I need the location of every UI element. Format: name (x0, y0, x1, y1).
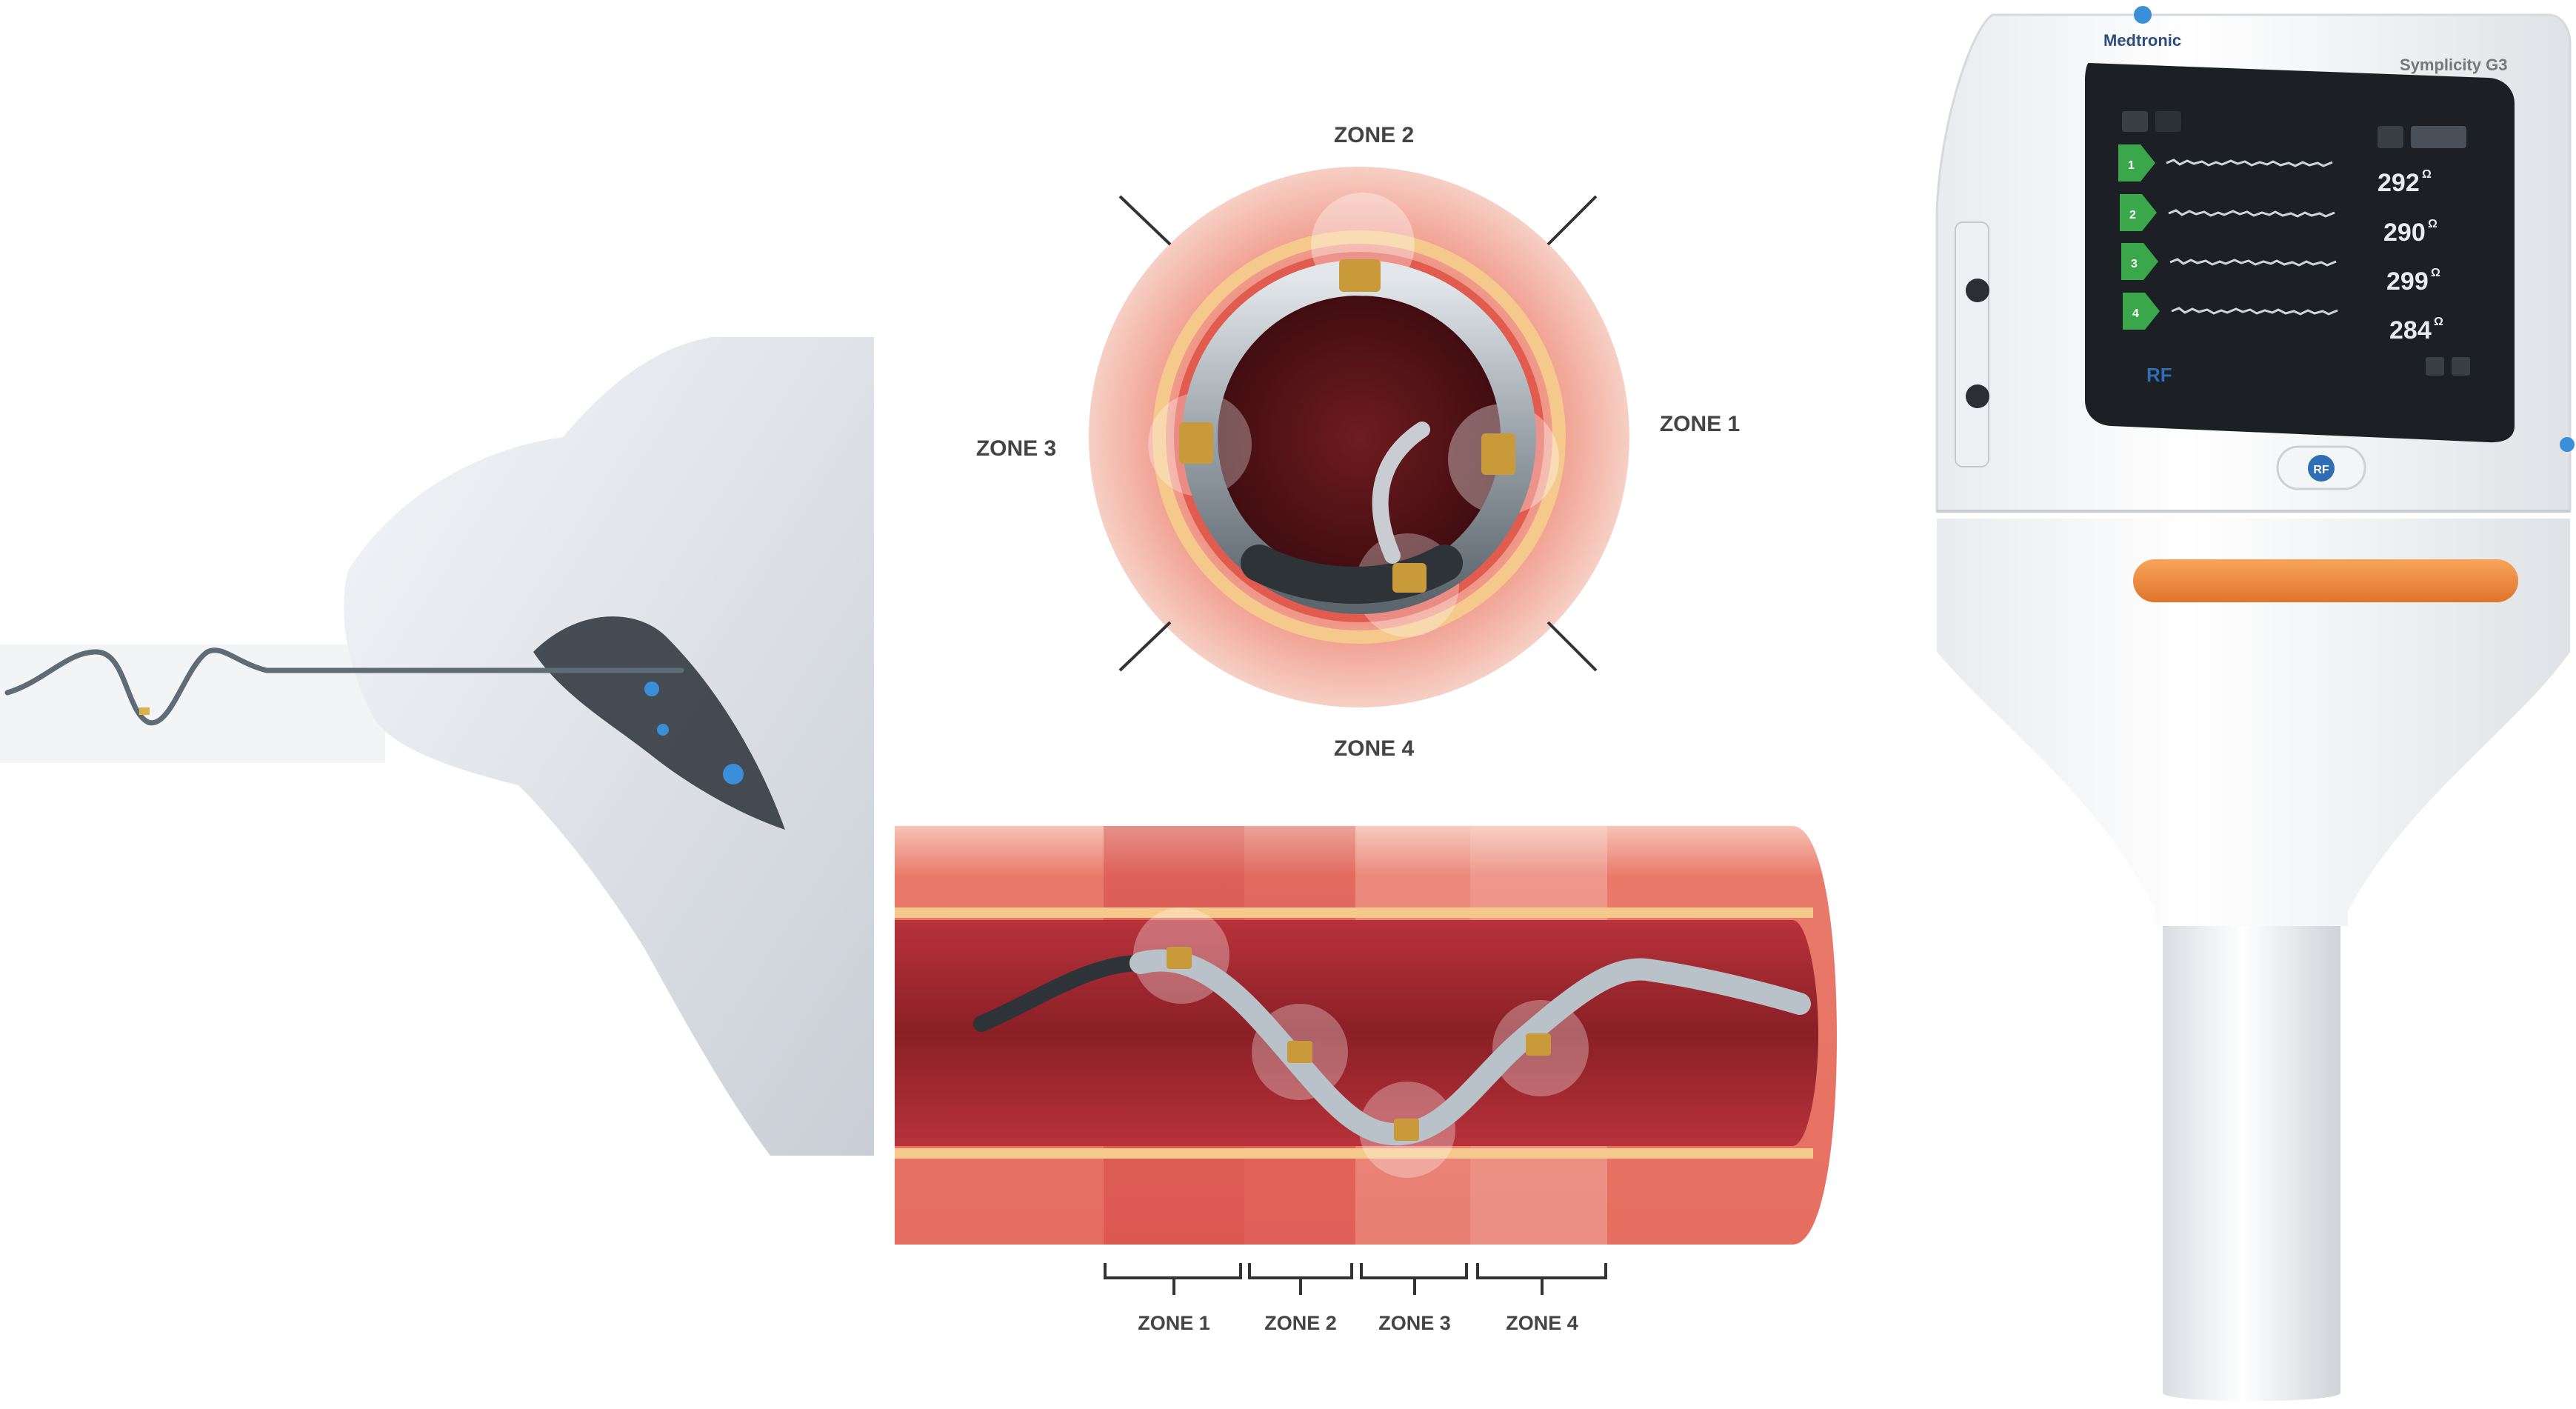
generator-pole (2163, 919, 2340, 1402)
gloved-hand-with-catheter (0, 337, 874, 1156)
zone-divider-line (1118, 195, 1172, 246)
long-zone-label-3: ZONE 3 (1378, 1312, 1451, 1334)
zone-bracket-3 (1360, 1263, 1468, 1295)
channel-number: 2 (2129, 209, 2136, 221)
long-electrode (1287, 1041, 1312, 1063)
channel-impedance: 284 (2389, 316, 2432, 344)
glove-dot (723, 764, 744, 785)
model-name: Symplicity G3 (2400, 56, 2508, 74)
cross-zone-label-1: ZONE 1 (1660, 412, 1740, 436)
zone-divider-line (1118, 621, 1172, 672)
long-zone-label-2: ZONE 2 (1264, 1312, 1337, 1334)
screen-play-button[interactable] (2378, 126, 2403, 148)
generator-screen (2085, 63, 2515, 443)
zone-bracket-2 (1248, 1263, 1353, 1295)
channel-row-4: 4 284 Ω (2123, 293, 2443, 344)
cross-zone-label-4: ZONE 4 (1334, 736, 1415, 761)
long-zone-label-4: ZONE 4 (1506, 1312, 1578, 1334)
long-zone-label-1: ZONE 1 (1138, 1312, 1210, 1334)
channel-number: 1 (2128, 159, 2135, 172)
rf-button[interactable] (2308, 455, 2335, 482)
cross-electrode (1339, 259, 1381, 292)
channel-waveform (2166, 159, 2333, 167)
screen-mode-label: RF (2146, 364, 2172, 386)
orange-handle[interactable] (2133, 559, 2518, 602)
channel-number: 3 (2131, 258, 2138, 270)
channel-impedance: 290 (2383, 219, 2426, 247)
zone-bracket-1 (1104, 1263, 1242, 1295)
status-light (2134, 6, 2152, 24)
screen-options-button[interactable] (2411, 126, 2466, 148)
vessel-lumen (1207, 285, 1511, 589)
cross-electrode (1179, 422, 1213, 464)
channel-unit: Ω (2431, 267, 2440, 279)
channel-indicator[interactable] (2121, 243, 2158, 280)
fat-band-top (895, 907, 1813, 918)
glove (344, 337, 874, 1156)
brand-logo: Medtronic (2103, 31, 2181, 50)
zone-divider-line (1546, 195, 1598, 246)
rf-generator: Medtronic Symplicity G3 1 292 Ω 2 290 Ω … (1935, 6, 2575, 1402)
screen-menu-button[interactable] (2155, 111, 2181, 132)
vessel-cross-section: ZONE 2 ZONE 1 ZONE 3 ZONE 4 (976, 123, 1740, 761)
channel-row-1: 1 292 Ω (2118, 144, 2432, 197)
channel-indicator[interactable] (2123, 293, 2160, 330)
channel-number: 4 (2132, 307, 2139, 320)
cross-zone-label-3: ZONE 3 (976, 436, 1056, 461)
channel-unit: Ω (2434, 316, 2443, 328)
long-electrode (1394, 1119, 1419, 1141)
channel-unit: Ω (2428, 218, 2437, 230)
catheter-tip (1372, 422, 1430, 564)
glove-dot (657, 724, 669, 736)
fat-band-bottom (895, 1148, 1813, 1159)
catheter-spiral (1129, 949, 1811, 1146)
channel-indicator[interactable] (2120, 194, 2157, 231)
status-light (2560, 437, 2575, 452)
channel-row-2: 2 290 Ω (2120, 194, 2437, 247)
cross-electrode (1392, 563, 1427, 593)
zone-bracket-4 (1476, 1263, 1607, 1295)
channel-waveform (2171, 307, 2338, 316)
zone-brackets (1104, 1263, 1607, 1295)
zone-divider-line (1546, 621, 1598, 672)
channel-impedance: 292 (2378, 169, 2420, 197)
channel-row-3: 3 299 Ω (2121, 243, 2440, 296)
channel-unit: Ω (2422, 168, 2432, 181)
screen-back-button[interactable] (2122, 111, 2148, 132)
rf-button-label: RF (2313, 464, 2329, 476)
vessel-fat-band (1152, 230, 1566, 644)
port-connector[interactable] (1966, 384, 1989, 408)
channel-indicator[interactable] (2118, 144, 2155, 181)
background-shadow (0, 644, 385, 763)
channel-waveform (2168, 209, 2335, 218)
cross-zone-label-2: ZONE 2 (1334, 123, 1414, 147)
channel-impedance: 299 (2386, 267, 2429, 296)
long-electrode (1167, 947, 1192, 969)
catheter-shaft-dark (973, 955, 1149, 1032)
catheter-wire (4, 647, 684, 726)
side-port-panel (1955, 221, 1989, 467)
catheter-electrode (139, 707, 150, 715)
port-connector[interactable] (1966, 279, 1989, 302)
glove-dot (644, 682, 659, 696)
generator-base (1937, 519, 2570, 926)
screen-small-button[interactable] (2426, 357, 2444, 376)
long-electrode (1526, 1033, 1551, 1056)
vessel-longitudinal: ZONE 1 ZONE 2 ZONE 3 ZONE 4 (895, 826, 1837, 1334)
channel-waveform (2169, 258, 2337, 267)
screen-small-button[interactable] (2452, 357, 2470, 376)
cross-electrode (1481, 433, 1515, 475)
